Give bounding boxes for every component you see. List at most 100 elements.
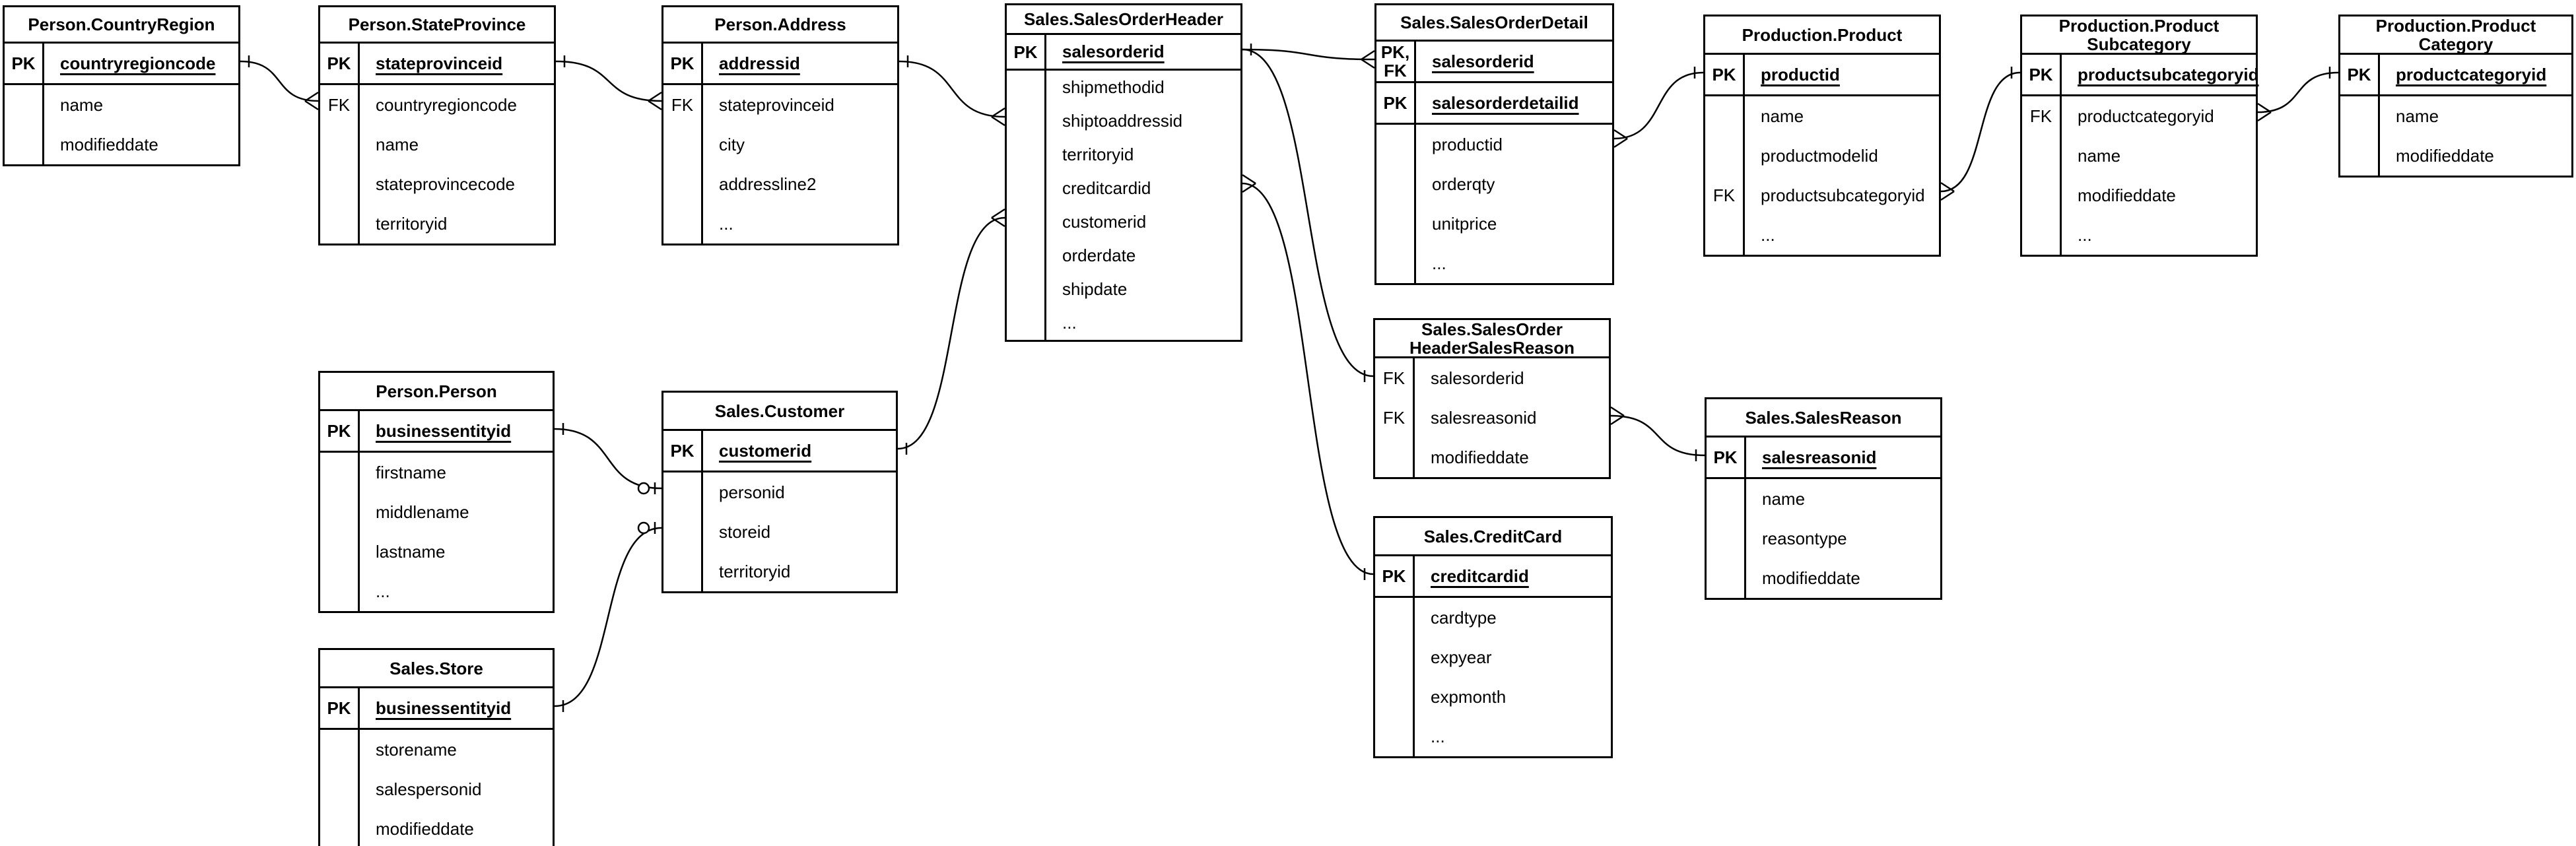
field-row: PK salesorderid [1007, 35, 1240, 69]
field-name: ... [1432, 253, 1446, 273]
cardinality-markers-address-salesorderheader [906, 55, 1005, 127]
field-name: ... [1431, 726, 1445, 746]
key-label [320, 125, 360, 164]
key-label [1007, 172, 1046, 205]
field-name: productsubcategoryid [2078, 64, 2259, 84]
field-name: ... [1761, 224, 1775, 245]
field-name: salesorderid [1062, 42, 1165, 61]
field-row: modifieddate [320, 809, 553, 846]
field-name: storeid [719, 521, 771, 542]
cardinality-markers-person-customer [562, 423, 656, 495]
field-name: modifieddate [1431, 447, 1529, 467]
field-name: salesorderid [1432, 51, 1534, 71]
field-name: shipmethodid [1062, 77, 1165, 97]
field-name: expmonth [1431, 686, 1507, 707]
table-title: Person.StateProvince [320, 7, 554, 44]
field-name: ... [2078, 224, 2092, 245]
field-row: ... [1376, 244, 1612, 283]
field-row: shipdate [1007, 273, 1240, 306]
key-label [663, 552, 703, 591]
field-name: firstname [376, 462, 446, 482]
field-name: ... [1062, 313, 1077, 333]
field-row: orderdate [1007, 239, 1240, 273]
field-name: customerid [719, 440, 812, 461]
table-title: Sales.CreditCard [1375, 518, 1611, 556]
field-name: personid [719, 482, 785, 502]
field-row: name [1707, 479, 1940, 519]
key-label [1376, 244, 1416, 283]
field-row: name [2022, 136, 2256, 176]
field-row: territoryid [663, 552, 896, 591]
cardinality-markers-store-customer [562, 521, 656, 712]
key-label [1707, 479, 1746, 519]
key-label [320, 492, 360, 532]
field-row: unitprice [1376, 204, 1612, 244]
table-title: Sales.Customer [663, 393, 896, 431]
field-row: ... [663, 204, 897, 244]
field-row: storeid [663, 512, 896, 552]
field-row: territoryid [1007, 138, 1240, 172]
key-label [1375, 438, 1415, 477]
key-label [1375, 637, 1415, 677]
field-name: cardtype [1431, 607, 1497, 628]
field-row: modifieddate [1707, 558, 1940, 598]
key-label: PK [2340, 55, 2380, 94]
cardinality-markers-productsubcategory-productcategory [2257, 67, 2331, 122]
key-label [1375, 717, 1415, 756]
field-name: countryregioncode [376, 94, 517, 115]
field-row: name [5, 85, 238, 125]
field-name: businessentityid [376, 420, 512, 441]
key-label [320, 571, 360, 611]
field-name: middlename [376, 502, 469, 522]
cardinality-markers-product-productsubcategory [1940, 67, 2013, 201]
relationship-stateprovince-address [555, 60, 662, 102]
field-row: name [1705, 96, 1939, 136]
key-label [1007, 273, 1046, 306]
field-row: productmodelid [1705, 136, 1939, 176]
key-label [663, 472, 703, 512]
field-row: orderqty [1376, 164, 1612, 204]
field-name: stateprovinceid [719, 94, 834, 115]
cardinality-markers-customer-salesorderheader [905, 208, 1005, 455]
field-name: salespersonid [376, 779, 482, 799]
key-label [320, 164, 360, 204]
relationship-productsubcategory-productcategory [2257, 71, 2339, 114]
cardinality-markers-salesorderheader-salesorderdetail [1250, 44, 1375, 69]
field-name: unitprice [1432, 213, 1497, 234]
cardinality-markers-salesorderdetail-product [1613, 67, 1696, 148]
relationship-product-productsubcategory [1940, 71, 2021, 193]
key-label: PK [1007, 35, 1046, 69]
field-name: countryregioncode [60, 53, 216, 73]
key-label: FK [1375, 358, 1415, 398]
field-name: salesorderdetailid [1432, 92, 1579, 113]
table-title: Sales.SalesOrderDetail [1376, 5, 1612, 42]
field-name: lastname [376, 541, 446, 562]
table-title: Sales.SalesOrderHeader [1007, 5, 1240, 35]
field-name: productmodelid [1761, 145, 1878, 166]
key-label: FK [1375, 398, 1415, 438]
key-label [1007, 138, 1046, 172]
relationship-salesorderheader-headersalesreason [1242, 48, 1374, 377]
field-row: territoryid [320, 204, 554, 244]
field-name: ... [376, 581, 390, 601]
field-row: ... [2022, 215, 2256, 255]
key-label: PK [2022, 55, 2062, 94]
field-row: modifieddate [2340, 136, 2571, 176]
key-label [2022, 176, 2062, 215]
key-label [1705, 96, 1745, 136]
field-name: productsubcategoryid [1761, 185, 1925, 205]
